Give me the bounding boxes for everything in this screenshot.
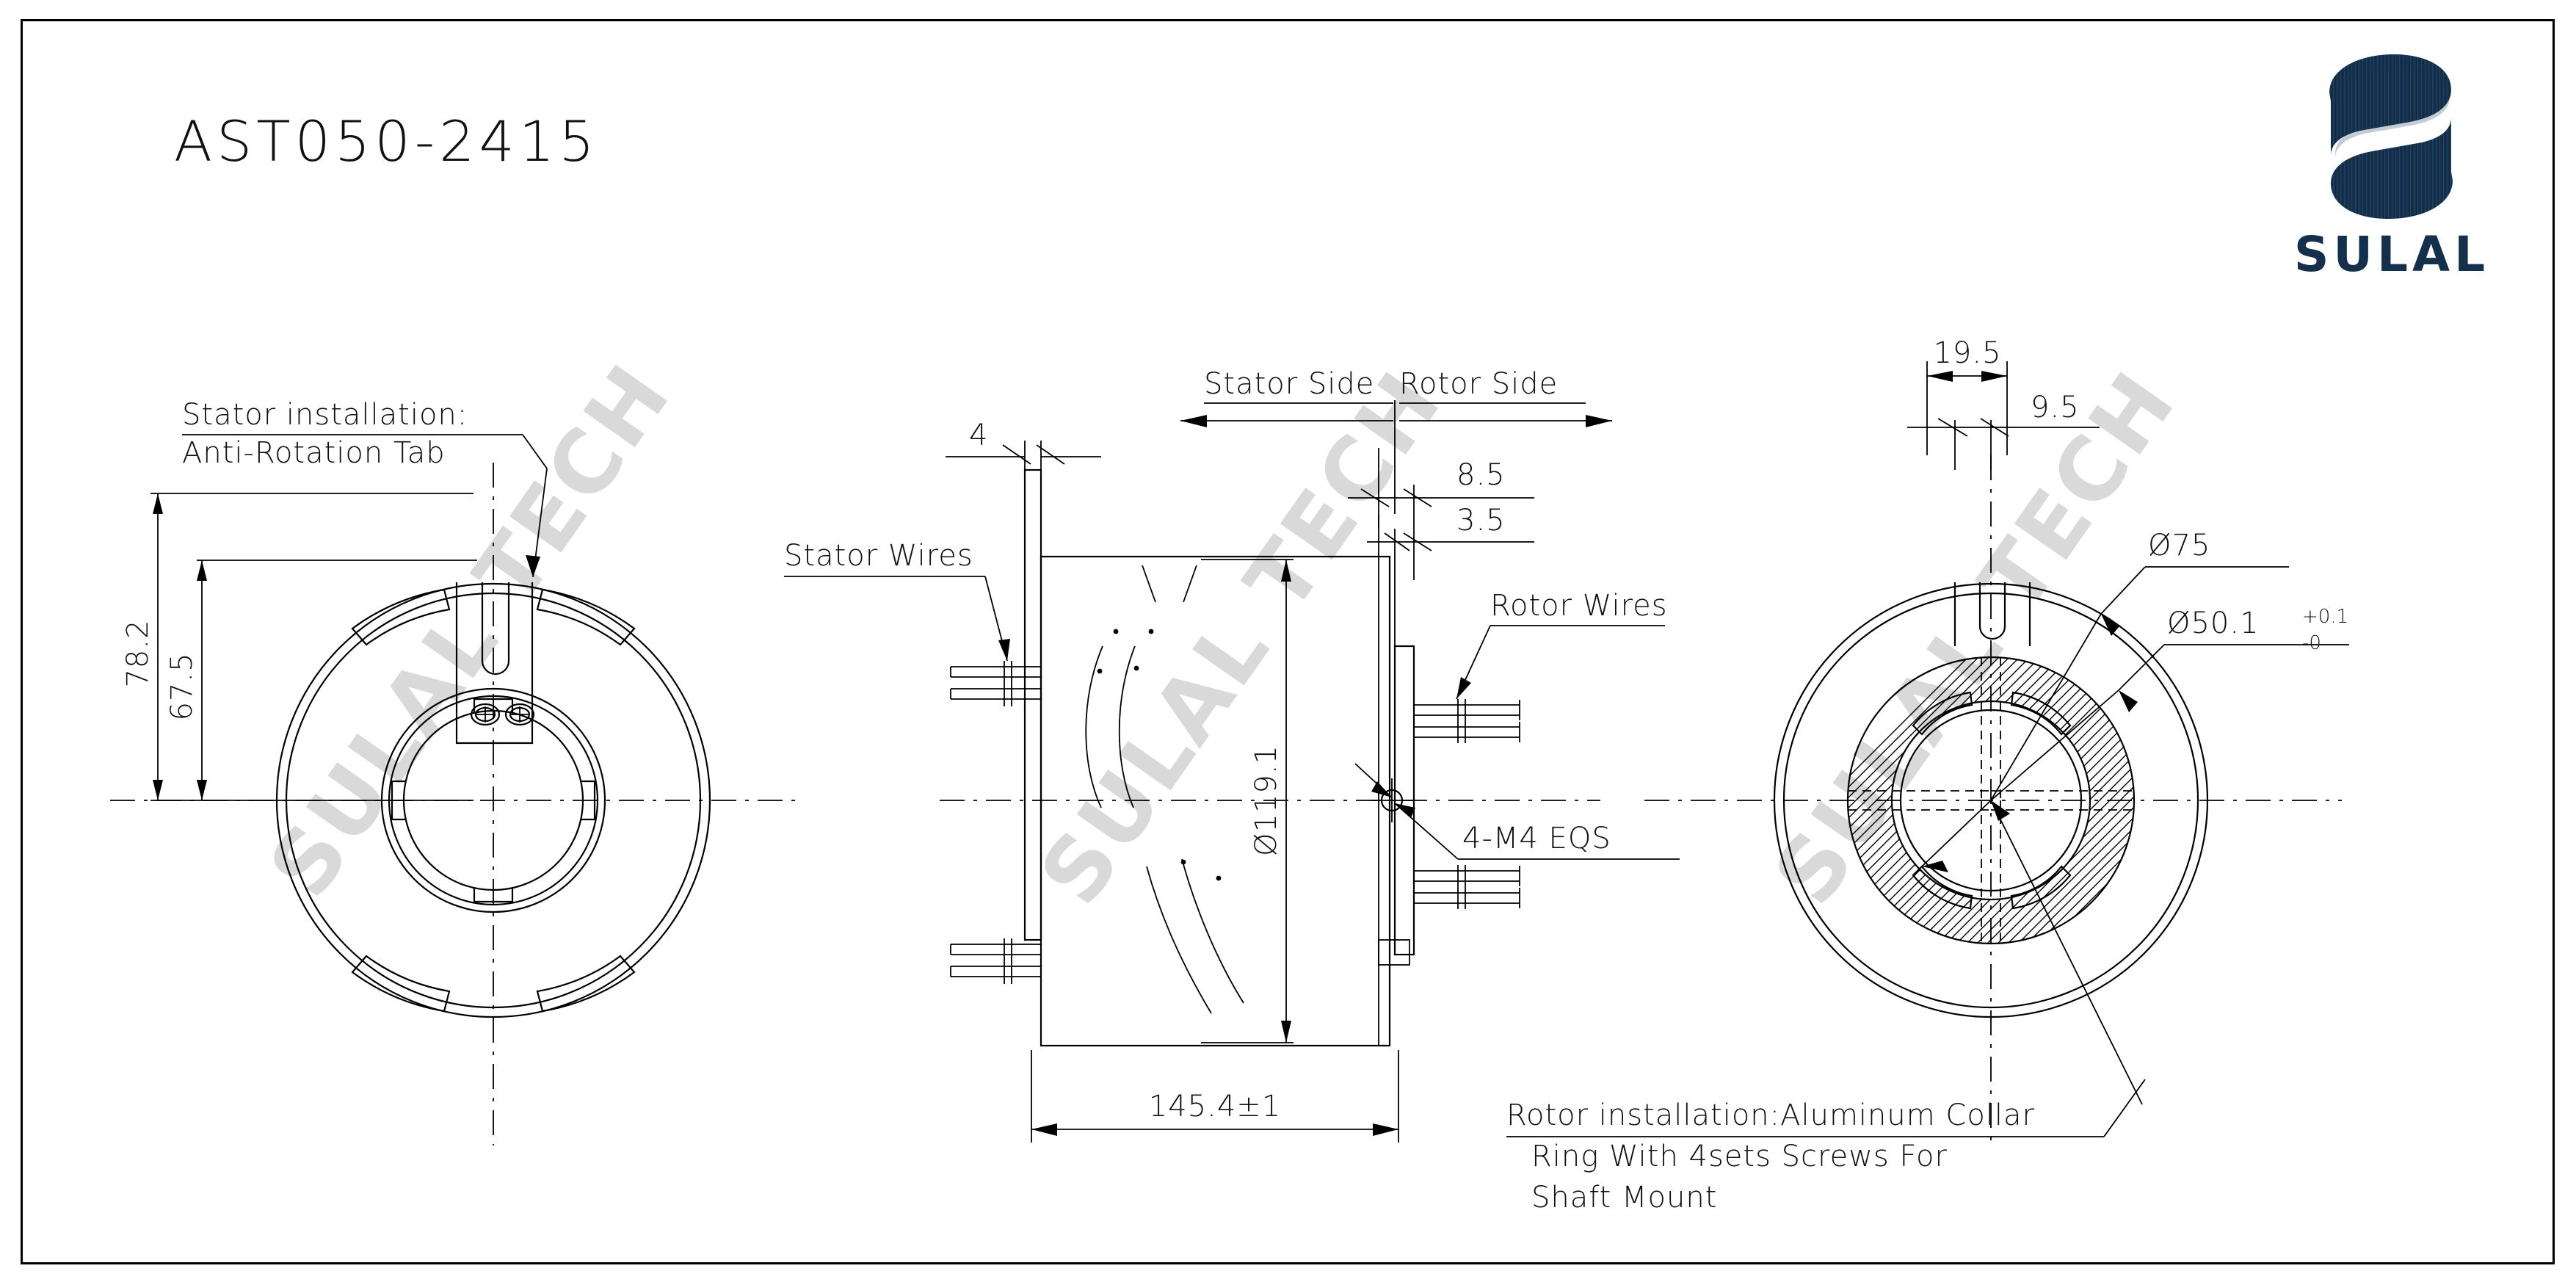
stator-side-label: Stator Side bbox=[1204, 367, 1374, 401]
rotor-install-note-line1: Rotor installation:Aluminum Collar bbox=[1506, 1098, 2035, 1132]
rear-tab-slot bbox=[1978, 582, 2006, 640]
rear-tab-body bbox=[1953, 582, 2031, 646]
detail-dot-4 bbox=[1133, 665, 1139, 671]
dimension-label-19-5: 19.5 bbox=[1933, 336, 2001, 370]
rotor-install-note-line3: Shaft Mount bbox=[1531, 1181, 1717, 1215]
break-line-a bbox=[1142, 565, 1156, 603]
bore-notch-right bbox=[581, 780, 596, 821]
collar-bore-circle bbox=[1899, 709, 2083, 892]
dimension-label-145-4: 145.4±1 bbox=[1149, 1090, 1281, 1123]
stator-install-note-leader bbox=[182, 434, 548, 578]
leader-dia-50-1 bbox=[1921, 644, 2349, 1105]
sulal-s-logo-icon bbox=[2329, 54, 2453, 219]
rotor-plate-foot bbox=[1378, 939, 1410, 966]
rear-arc-slot-bottom-right bbox=[2010, 865, 2072, 910]
arc-slot-bottom-left bbox=[351, 955, 451, 1013]
dimension-label-8-5: 8.5 bbox=[1456, 458, 1506, 492]
tolerance-lower-50-1: -0 bbox=[2302, 632, 2321, 654]
detail-dot-5 bbox=[1180, 859, 1186, 865]
stator-wires-lower bbox=[950, 938, 1041, 984]
dimension-4: 4 bbox=[946, 419, 1101, 477]
rotor-install-note-leader bbox=[1506, 1079, 2146, 1137]
rotor-wires-leader bbox=[1456, 625, 1665, 700]
collar-screw-holes bbox=[1848, 657, 2134, 944]
internal-arc-d bbox=[1181, 858, 1244, 1004]
dimension-145-4: 145.4±1 bbox=[1031, 1050, 1399, 1143]
dimension-label-67-5: 67.5 bbox=[165, 652, 199, 720]
detail-dot-1 bbox=[1113, 629, 1119, 634]
arc-slot-top-right bbox=[536, 588, 636, 646]
dimension-19-5: 19.5 bbox=[1926, 336, 2008, 455]
rear-outer-housing-inner-circle bbox=[1782, 592, 2199, 1009]
watermark-group: SULAL TECH SULAL TECH SULAL TECH bbox=[250, 346, 2196, 922]
stator-wires-label: Stator Wires bbox=[784, 539, 973, 573]
tab-screw-left bbox=[470, 703, 501, 726]
dimension-label-4: 4 bbox=[969, 419, 988, 452]
break-line-b bbox=[1183, 565, 1197, 603]
rear-outer-housing-circle bbox=[1773, 582, 2209, 1018]
bore-notch-bottom bbox=[473, 888, 514, 903]
arc-slot-bottom-right bbox=[536, 955, 636, 1013]
rotor-wires-lower bbox=[1414, 865, 1520, 909]
arc-slot-top-left bbox=[351, 588, 451, 646]
rear-arc-slot-bottom-left bbox=[1912, 865, 1973, 910]
stator-wires-upper bbox=[950, 661, 1041, 706]
dimension-label-9-5: 9.5 bbox=[2031, 391, 2080, 424]
left-front-view: Stator installation: Anti-Rotation Tab 7… bbox=[110, 398, 797, 1145]
dimension-78-2: 78.2 bbox=[121, 493, 474, 801]
tab-screw-right bbox=[504, 703, 535, 726]
leader-dia-75 bbox=[1990, 566, 2289, 801]
rear-arc-slot-top-left bbox=[1912, 691, 1973, 736]
stator-install-note-line1: Stator installation: bbox=[182, 398, 468, 432]
dimension-8-5: 8.5 bbox=[1348, 448, 1534, 580]
rotor-wires-upper bbox=[1414, 699, 1520, 743]
dimension-3-5: 3.5 bbox=[1367, 504, 1534, 661]
m4-hole-marker bbox=[1370, 778, 1414, 822]
internal-arc-a bbox=[1085, 645, 1103, 808]
middle-section-view: Stator Wires bbox=[784, 367, 2146, 1215]
detail-dot-6 bbox=[1216, 875, 1222, 881]
collar-outer-circle bbox=[1846, 656, 2136, 945]
detail-dot-2 bbox=[1148, 629, 1154, 634]
dimension-label-dia-75: Ø75 bbox=[2148, 529, 2210, 562]
detail-dot-3 bbox=[1097, 668, 1103, 674]
rotor-wires-label: Rotor Wires bbox=[1490, 589, 1668, 623]
page-title: AST050-2415 bbox=[174, 109, 599, 174]
dimension-label-3-5: 3.5 bbox=[1456, 504, 1506, 537]
collar-inner-circle bbox=[1890, 700, 2091, 901]
dimension-label-dia-50-1: Ø50.1 bbox=[2167, 607, 2260, 640]
dimension-67-5: 67.5 bbox=[165, 560, 477, 800]
m4-eqs-leader bbox=[1354, 763, 1680, 860]
anti-rotation-tab-slot bbox=[481, 582, 510, 676]
anti-rotation-tab-body bbox=[455, 582, 534, 745]
stator-install-note-line2: Anti-Rotation Tab bbox=[182, 436, 446, 470]
drawing-frame-border bbox=[21, 19, 2555, 1264]
m4-eqs-label: 4-M4 EQS bbox=[1462, 822, 1611, 855]
brand-name-text: SULAL bbox=[2293, 226, 2490, 283]
dimension-label-dia-119-1: Ø119.1 bbox=[1249, 745, 1283, 856]
rear-arc-slot-top-right bbox=[2010, 691, 2072, 736]
rotor-install-note-line2: Ring With 4sets Screws For bbox=[1531, 1140, 1948, 1173]
internal-arc-c bbox=[1146, 866, 1212, 1014]
stator-side-direction bbox=[1180, 402, 1393, 427]
dimension-9-5: 9.5 bbox=[1907, 391, 2100, 470]
rotor-side-label: Rotor Side bbox=[1399, 367, 1558, 401]
dimension-label-78-2: 78.2 bbox=[121, 619, 155, 687]
brand-logo: SULAL bbox=[2271, 44, 2513, 316]
stator-wires-leader bbox=[784, 576, 1010, 662]
dimension-dia-119-1: Ø119.1 bbox=[1201, 559, 1294, 1043]
rotor-side-direction bbox=[1399, 402, 1612, 427]
internal-arc-b bbox=[1118, 645, 1136, 808]
tolerance-upper-50-1: +0.1 bbox=[2302, 606, 2348, 628]
